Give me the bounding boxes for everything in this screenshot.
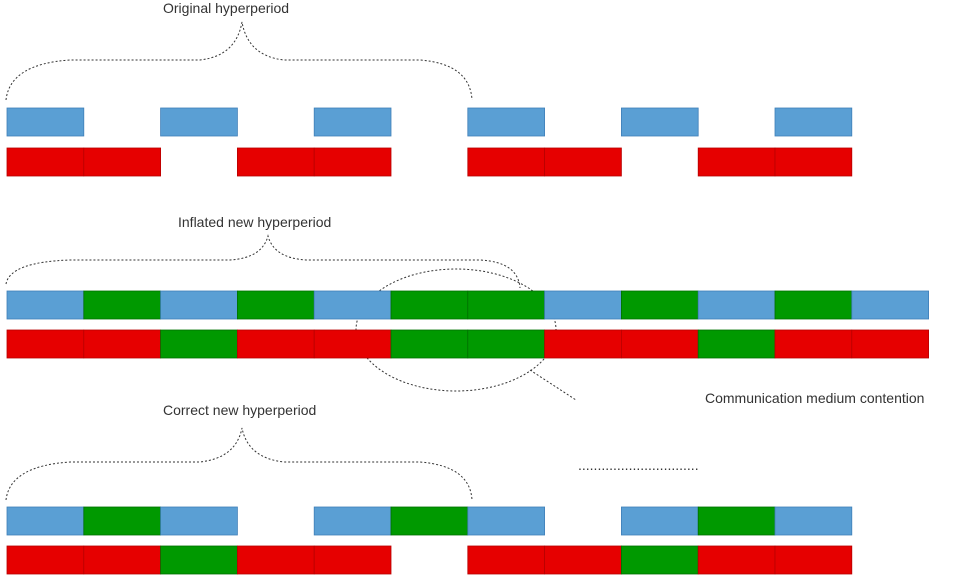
inflated-blue-lane-blue-slot-4 [313, 290, 392, 320]
correct-blue-lane-blue-slot-2 [160, 506, 238, 536]
inflated-blue-lane-green-slot-6 [467, 290, 545, 320]
inflated-blue-lane-green-slot-3 [236, 290, 315, 320]
inflated-blue-lane-blue-slot-2 [160, 290, 238, 320]
correct-hyperperiod-brace [5, 427, 473, 501]
original-red-lane-red-slot-6 [467, 147, 545, 177]
contention-label: Communication medium contention [705, 390, 924, 406]
original-red-lane-red-slot-3 [236, 147, 315, 177]
correct-red-lane-red-slot-6 [467, 545, 545, 575]
original-red-lane-red-slot-4 [313, 147, 392, 177]
correct-red-lane-red-slot-4 [313, 545, 392, 575]
inflated-red-lane-green-slot-2 [160, 329, 238, 359]
original-blue-lane-blue-slot-8 [621, 107, 699, 137]
correct-red-lane-red-slot-3 [236, 545, 315, 575]
correct-blue-lane-blue-slot-6 [467, 506, 545, 536]
correct-red-lane-red-slot-7 [544, 545, 622, 575]
inflated-red-lane-green-slot-6 [467, 329, 545, 359]
original-red-lane-red-slot-0 [6, 147, 85, 177]
hyperperiod-brackets [5, 21, 521, 501]
correct-hyperperiod-label: Correct new hyperperiod [163, 402, 316, 418]
correct-blue-lane-blue-slot-10 [774, 506, 853, 536]
original-red-lane-red-slot-10 [774, 147, 853, 177]
inflated-red-lane-red-slot-10 [774, 329, 853, 359]
original-blue-lane-blue-slot-2 [160, 107, 238, 137]
correct-blue-lane-blue-slot-8 [621, 506, 699, 536]
inflated-red-lane-red-slot-3 [236, 329, 315, 359]
correct-red-lane-red-slot-0 [6, 545, 85, 575]
original-blue-lane-blue-slot-6 [467, 107, 545, 137]
inflated-blue-lane-blue-slot-9 [697, 290, 776, 320]
inflated-red-lane-red-slot-0 [6, 329, 85, 359]
inflated-red-lane-red-slot-8 [621, 329, 699, 359]
original-red-lane-red-slot-9 [697, 147, 776, 177]
inflated-blue-lane-green-slot-1 [83, 290, 162, 320]
correct-blue-lane-green-slot-1 [83, 506, 162, 536]
original-hyperperiod-brace [5, 21, 473, 101]
correct-red-lane-red-slot-9 [697, 545, 776, 575]
inflated-red-lane-green-slot-9 [697, 329, 776, 359]
inflated-red-lane-red-slot-1 [83, 329, 162, 359]
correct-red-lane-red-slot-1 [83, 545, 162, 575]
original-blue-lane-blue-slot-10 [774, 107, 853, 137]
original-red-lane-red-slot-1 [83, 147, 162, 177]
correct-red-lane-green-slot-8 [621, 545, 699, 575]
inflated-blue-lane-blue-slot-11 [851, 290, 929, 320]
inflated-blue-lane-blue-slot-0 [6, 290, 85, 320]
correct-red-lane-green-slot-2 [160, 545, 238, 575]
inflated-hyperperiod-brace [5, 234, 521, 289]
correct-blue-lane-green-slot-9 [697, 506, 776, 536]
inflated-red-lane-red-slot-11 [851, 329, 929, 359]
original-hyperperiod-label: Original hyperperiod [163, 0, 289, 16]
inflated-hyperperiod-label: Inflated new hyperperiod [178, 214, 331, 230]
correct-blue-lane-blue-slot-4 [313, 506, 392, 536]
inflated-red-lane-red-slot-7 [544, 329, 622, 359]
original-blue-lane-blue-slot-0 [6, 107, 85, 137]
inflated-red-lane-green-slot-5 [390, 329, 469, 359]
inflated-red-lane-red-slot-4 [313, 329, 392, 359]
inflated-blue-lane-blue-slot-7 [544, 290, 622, 320]
inflated-blue-lane-green-slot-8 [621, 290, 699, 320]
continuation-dots: ............................... [578, 457, 699, 473]
original-red-lane-red-slot-7 [544, 147, 622, 177]
task-rows [6, 107, 929, 575]
original-blue-lane-blue-slot-4 [313, 107, 392, 137]
contention-pointer [529, 369, 577, 401]
correct-red-lane-red-slot-10 [774, 545, 853, 575]
correct-blue-lane-blue-slot-0 [6, 506, 85, 536]
inflated-blue-lane-green-slot-5 [390, 290, 469, 320]
correct-blue-lane-green-slot-5 [390, 506, 469, 536]
inflated-blue-lane-green-slot-10 [774, 290, 853, 320]
